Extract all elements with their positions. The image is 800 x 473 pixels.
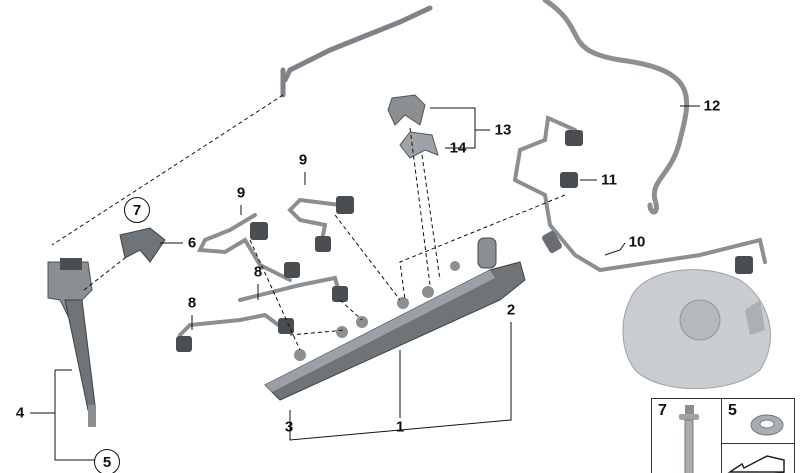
injection-pipes-9	[196, 197, 342, 282]
callout-3: 3	[284, 418, 294, 436]
bolt-icon	[679, 405, 699, 473]
injection-pipes-8	[178, 275, 342, 337]
leak-off-line	[280, 5, 433, 98]
clamp-6	[119, 227, 166, 263]
callout-6: 6	[187, 234, 197, 252]
washer-icon	[750, 414, 784, 436]
pipe-nut	[735, 256, 753, 274]
callout-5-circled: 5	[94, 449, 120, 473]
pipe-nut	[278, 318, 294, 334]
arrow-icon	[727, 455, 785, 473]
callout-7-circled: 7	[124, 197, 150, 223]
callout-11: 11	[601, 171, 617, 189]
detail-box-bolt: 7	[651, 398, 723, 473]
leader-lines	[30, 105, 700, 461]
guide-lines	[51, 94, 566, 351]
pipe-nut	[315, 236, 331, 252]
callout-9: 9	[298, 151, 308, 169]
high-pressure-pump	[622, 269, 771, 390]
pipe-nut-11	[560, 172, 578, 188]
clamp-13	[387, 94, 426, 126]
callout-12: 12	[703, 97, 721, 115]
pipe-nut	[176, 336, 192, 352]
callout-4: 4	[15, 404, 25, 422]
pipe-nut	[250, 222, 268, 240]
detail-box-washer: 5	[721, 398, 795, 445]
fuel-line-12	[542, 0, 690, 215]
callout-8: 8	[253, 263, 263, 281]
injector	[47, 258, 96, 427]
pipe-nut	[332, 286, 348, 302]
damper	[542, 230, 562, 254]
callout-1: 1	[395, 418, 405, 436]
callout-2: 2	[506, 301, 516, 319]
fuel-line-10	[512, 115, 767, 273]
callout-10: 10	[628, 233, 646, 251]
pipe-nut	[336, 196, 354, 214]
pipe-nut	[565, 130, 583, 146]
detail-bolt-number: 7	[658, 402, 667, 419]
fuel-rail	[264, 237, 526, 401]
clamp-14	[399, 131, 439, 159]
pipe-nut	[284, 262, 300, 278]
callout-13: 13	[494, 121, 512, 139]
callout-14: 14	[449, 139, 467, 157]
detail-box-arrow	[721, 443, 795, 473]
callout-9: 9	[236, 184, 246, 202]
callout-8: 8	[187, 294, 197, 312]
detail-washer-number: 5	[728, 402, 737, 419]
